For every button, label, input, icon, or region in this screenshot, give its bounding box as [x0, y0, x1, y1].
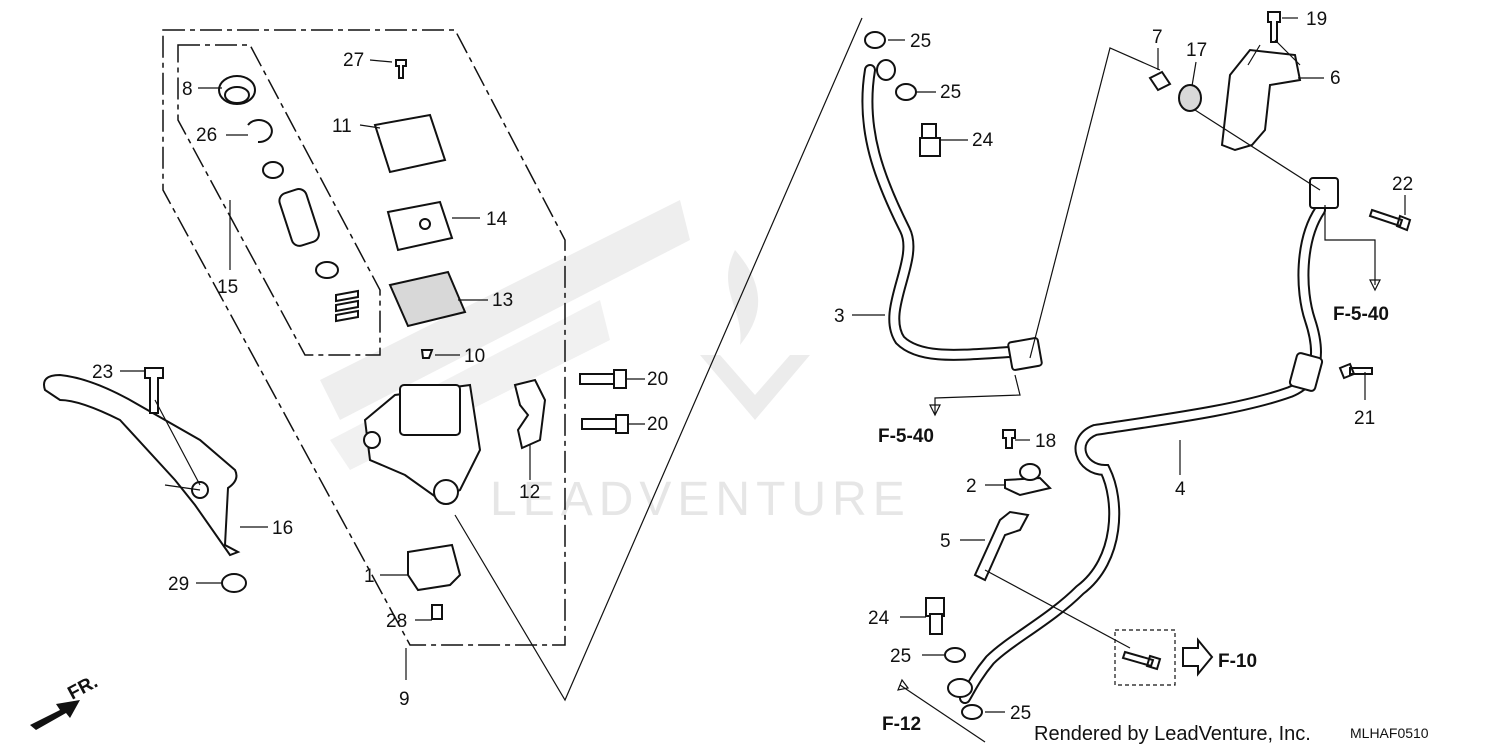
float-clip-part[interactable]: [420, 349, 434, 359]
guide-bolt-18-part[interactable]: [1002, 429, 1016, 449]
ref-f-5-40-right[interactable]: F-5-40: [1333, 304, 1389, 325]
hose-4-joint-part[interactable]: [1309, 177, 1339, 209]
lever-pivot-line: [164, 484, 201, 491]
callout-7: 7: [1152, 27, 1163, 48]
ref-f-12[interactable]: F-12: [882, 714, 921, 735]
callout-26: 26: [196, 125, 217, 146]
collar-part[interactable]: [1148, 70, 1172, 92]
callout-8: 8: [182, 79, 193, 100]
dust-boot-part[interactable]: [218, 75, 256, 105]
sealing-washer-part[interactable]: [961, 704, 983, 720]
callout-25-top: 25: [910, 31, 931, 52]
ref-f-10[interactable]: F-10: [1218, 651, 1257, 672]
callout-25-second: 25: [940, 82, 961, 103]
grommet-joint-line: [1194, 109, 1321, 191]
reservoir-cap-part[interactable]: [373, 113, 447, 174]
assembly-15-outline: [177, 44, 381, 356]
bolt19-line: [1247, 39, 1301, 66]
callout-13: 13: [492, 290, 513, 311]
oil-bolt-lower-part[interactable]: [925, 597, 945, 635]
callout-21: 21: [1354, 408, 1375, 429]
callout-14: 14: [486, 209, 508, 230]
lever-pivot-bolt-part[interactable]: [144, 367, 164, 414]
watermark-flame-icon: [728, 250, 759, 345]
sealing-washer-part[interactable]: [895, 83, 917, 101]
callout-28: 28: [386, 611, 407, 632]
callout-20-upper: 20: [647, 369, 668, 390]
diagram-code: MLHAF0510: [1350, 725, 1429, 741]
cap-screw-part[interactable]: [395, 59, 407, 79]
front-arrow-icon: [30, 700, 80, 730]
callout-16: 16: [272, 518, 293, 539]
front-direction-arrow: FR.: [30, 672, 101, 730]
master-cylinder-holder-part[interactable]: [513, 378, 547, 450]
f12-line: [899, 684, 986, 743]
hose-clamp-part[interactable]: [1288, 352, 1324, 392]
watermark-text: LEADVENTURE: [490, 473, 911, 526]
leadventure-watermark: LEADVENTURE: [490, 250, 911, 526]
callout-11: 11: [332, 116, 352, 137]
joint-bolt-22-part[interactable]: [1368, 208, 1412, 232]
brake-lever-part[interactable]: [43, 373, 241, 557]
bracket-bolt-19-part[interactable]: [1267, 11, 1281, 43]
stay-bolt-line: [984, 569, 1131, 649]
hose-stay-part[interactable]: [973, 510, 1030, 582]
clamp-bolt-21-part[interactable]: [1338, 362, 1373, 380]
front-direction-label: FR.: [64, 672, 101, 705]
f10-arrow-icon: [1182, 637, 1214, 677]
holder-bolt-upper-part[interactable]: [579, 369, 627, 389]
ref-f-5-40-left[interactable]: F-5-40: [878, 426, 934, 447]
callout-19: 19: [1306, 9, 1327, 30]
master-cylinder-body-part[interactable]: [363, 383, 482, 505]
callout-23: 23: [92, 362, 113, 383]
hose3-bracket-line: [1029, 47, 1161, 359]
callout-15: 15: [217, 277, 238, 298]
brake-light-switch-part[interactable]: [407, 543, 462, 592]
callout-24-upper: 24: [972, 130, 994, 151]
sealing-washer-part[interactable]: [864, 31, 886, 49]
callout-25-bottom: 25: [1010, 703, 1031, 724]
switch-screw-part[interactable]: [431, 604, 443, 620]
callout-18: 18: [1035, 431, 1056, 452]
sealing-washer-part[interactable]: [944, 647, 966, 663]
grommet-part[interactable]: [1178, 84, 1202, 112]
callout-20-lower: 20: [647, 414, 668, 435]
callout-27: 27: [343, 50, 364, 71]
hose-bracket-part[interactable]: [1220, 48, 1302, 152]
callout-25-third: 25: [890, 646, 911, 667]
pivot-bolt-line: [154, 399, 201, 486]
render-credit: Rendered by LeadVenture, Inc.: [1034, 723, 1311, 745]
callout-22: 22: [1392, 174, 1413, 195]
callout-3: 3: [834, 306, 845, 327]
hose-3-joint-part[interactable]: [1007, 337, 1043, 371]
lever-pivot-nut-part[interactable]: [221, 573, 247, 593]
watermark-v-icon: [700, 355, 810, 420]
circlip-part[interactable]: [247, 119, 273, 144]
f540-left-line: [934, 374, 1021, 415]
callout-29: 29: [168, 574, 189, 595]
oil-bolt-upper-part[interactable]: [919, 123, 941, 157]
holder-bolt-lower-part[interactable]: [581, 414, 629, 434]
f540-right-line: [1324, 205, 1376, 285]
f10-reference-box: [1114, 629, 1176, 686]
callout-9: 9: [399, 689, 410, 710]
callout-2: 2: [966, 476, 977, 497]
callout-12: 12: [519, 482, 540, 503]
upper-brake-hose-part[interactable]: [861, 64, 1016, 361]
lower-brake-hose-part[interactable]: [959, 204, 1326, 704]
callout-1: 1: [364, 566, 375, 587]
piston-assembly-parts[interactable]: [262, 161, 359, 323]
diaphragm-part[interactable]: [388, 270, 467, 328]
callout-10: 10: [464, 346, 485, 367]
assembly-9-outline: [162, 29, 566, 646]
hose-connection-line: [454, 17, 863, 702]
callout-24-lower: 24: [868, 608, 890, 629]
callout-5: 5: [940, 531, 951, 552]
stay-bolt-part[interactable]: [1121, 650, 1162, 671]
callout-17: 17: [1186, 40, 1207, 61]
callout-6: 6: [1330, 68, 1341, 89]
callout-4: 4: [1175, 479, 1186, 500]
